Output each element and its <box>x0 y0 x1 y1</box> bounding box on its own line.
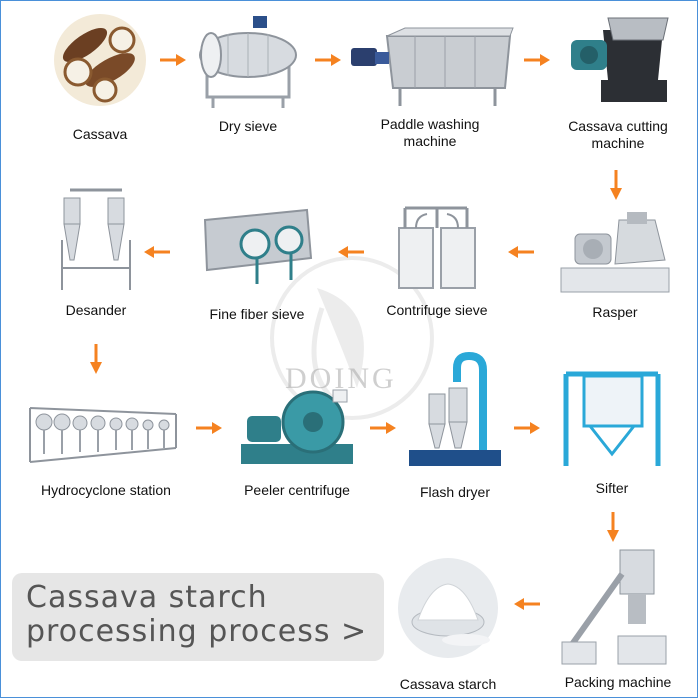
sifter-image <box>563 371 661 466</box>
step-label-line2: machine <box>591 135 645 151</box>
flash-dryer-image <box>409 352 501 466</box>
step-paddle-washing-machine: Paddle washing machine <box>345 18 515 150</box>
desander-image <box>61 188 131 290</box>
dry-sieve-image <box>199 16 297 108</box>
arrow-left <box>514 598 540 610</box>
step-label: Packing machine <box>564 674 672 690</box>
fine-fiber-sieve-image <box>203 208 313 284</box>
title-line-1: Cassava starch <box>26 580 268 615</box>
step-label: Cassava starch <box>399 676 497 692</box>
step-label: Fine fiber sieve <box>209 306 305 322</box>
cassava-roots-image <box>54 14 146 106</box>
step-cassava: Cassava <box>40 10 160 143</box>
step-label: Dry sieve <box>218 118 278 134</box>
centrifuge-sieve-image <box>398 206 476 289</box>
step-cassava-starch: Cassava starch <box>388 556 508 693</box>
step-packing-machine: Packing machine <box>548 546 688 691</box>
hydrocyclone-station-image <box>29 407 177 463</box>
arrow-down <box>90 344 102 374</box>
step-peeler-centrifuge: Peeler centrifuge <box>232 384 362 499</box>
step-flash-dryer: Flash dryer <box>395 352 515 501</box>
step-fine-fiber-sieve: Fine fiber sieve <box>192 204 322 323</box>
arrow-left <box>508 246 534 258</box>
step-hydrocyclone-station: Hydrocyclone station <box>22 392 190 499</box>
step-label: Sifter <box>595 480 629 496</box>
arrow-right <box>514 422 540 434</box>
step-label: Paddle washing machine <box>345 116 515 150</box>
arrow-right <box>160 54 186 66</box>
cassava-starch-image <box>398 558 498 658</box>
step-dry-sieve: Dry sieve <box>188 10 308 135</box>
title-line-2: processing process > <box>26 614 368 649</box>
step-cassava-cutting-machine: Cassava cutting machine <box>553 10 683 152</box>
arrow-down <box>610 170 622 200</box>
step-label: Desander <box>65 302 127 318</box>
packing-machine-image <box>561 549 667 665</box>
step-desander: Desander <box>36 180 156 319</box>
arrow-down <box>607 512 619 542</box>
title-panel[interactable]: Cassava starch processing process > <box>12 573 384 661</box>
step-label: Contrifuge sieve <box>386 302 488 318</box>
step-label: Cassava <box>72 126 128 142</box>
step-label: Rasper <box>592 304 638 320</box>
step-label: Flash dryer <box>419 484 491 500</box>
paddle-washing-machine-image <box>351 27 514 106</box>
arrow-right <box>524 54 550 66</box>
step-label-line1: Cassava cutting <box>568 118 668 134</box>
arrow-right <box>370 422 396 434</box>
step-label-line2: machine <box>403 133 457 149</box>
arrow-right <box>196 422 222 434</box>
step-label: Hydrocyclone station <box>41 482 171 498</box>
arrow-left <box>144 246 170 258</box>
rasper-image <box>560 212 670 293</box>
step-contrifuge-sieve: Contrifuge sieve <box>372 200 502 319</box>
arrow-left <box>338 246 364 258</box>
step-sifter: Sifter <box>552 366 672 497</box>
peeler-centrifuge-image <box>241 389 353 464</box>
step-label-line1: Paddle washing <box>380 116 480 132</box>
step-label: Cassava cutting machine <box>553 118 683 152</box>
step-rasper: Rasper <box>550 210 680 321</box>
step-label: Peeler centrifuge <box>244 482 350 498</box>
arrow-right <box>315 54 341 66</box>
cassava-cutting-machine-image <box>571 17 669 102</box>
